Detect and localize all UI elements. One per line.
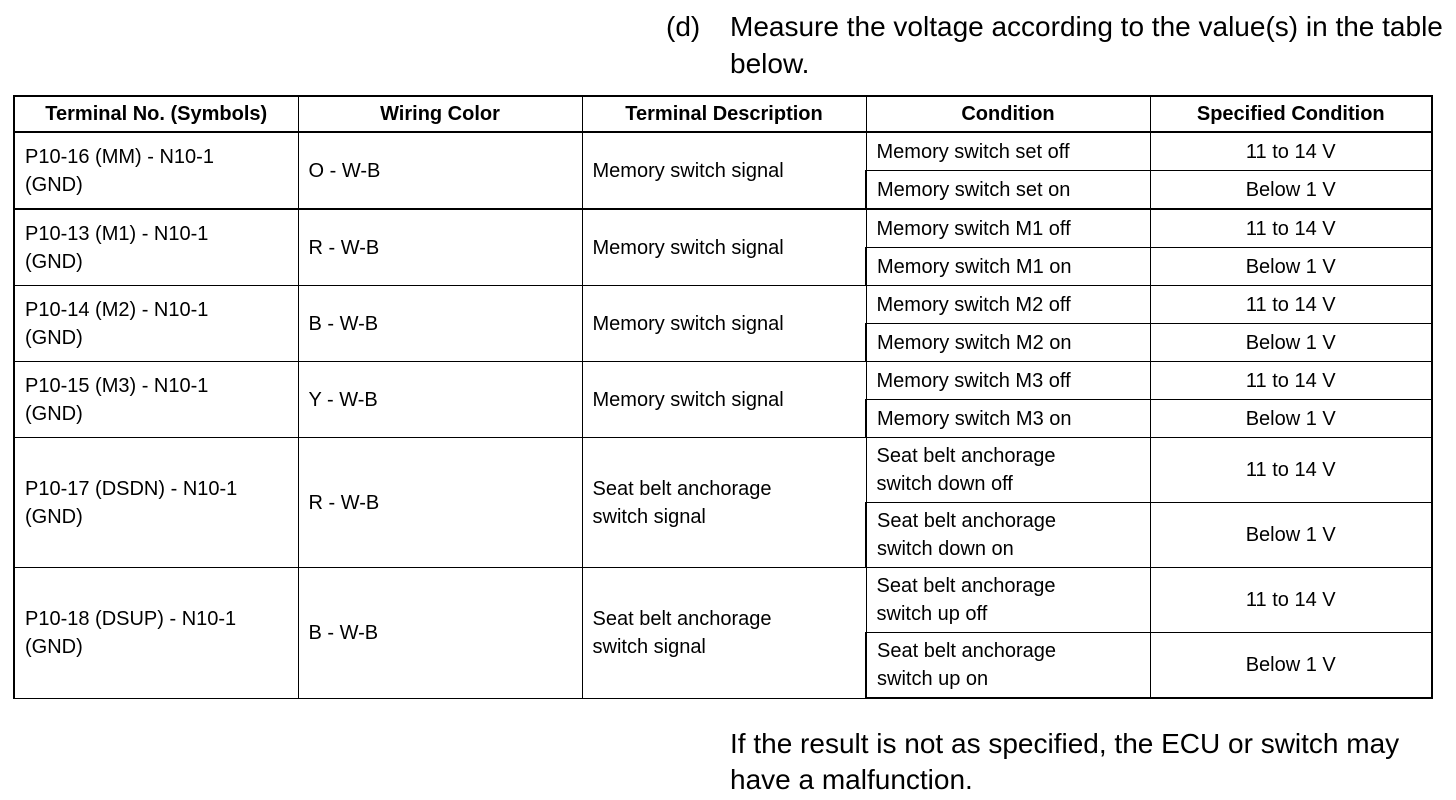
condition-cell: Memory switch M3 on (865, 399, 1151, 438)
table-row: Seat belt anchorage switch down on Below… (14, 502, 1433, 568)
header-specified-condition: Specified Condition (1149, 95, 1433, 133)
condition-cell: Memory switch M2 off (865, 285, 1151, 324)
condition-cell: Seat belt anchorage switch down on (865, 502, 1151, 568)
spec-cell: 11 to 14 V (1149, 285, 1433, 324)
wiring-color-cell: Y - W-B (297, 361, 583, 438)
terminal-cell: P10-13 (M1) - N10-1 (GND) (13, 208, 299, 286)
table-row: P10-18 (DSUP) - N10-1 (GND) B - W-B Seat… (13, 567, 1433, 699)
description-cell: Seat belt anchorage switch signal (581, 567, 867, 699)
voltage-spec-table: Terminal No. (Symbols) Wiring Color Term… (13, 95, 1433, 699)
description-cell: Memory switch signal (581, 131, 867, 210)
condition-cell: Seat belt anchorage switch up on (865, 632, 1151, 699)
spec-cell: 11 to 14 V (1149, 567, 1433, 633)
terminal-cell: P10-16 (MM) - N10-1 (GND) (13, 131, 299, 210)
spec-cell: Below 1 V (1149, 502, 1433, 568)
terminal-cell: P10-18 (DSUP) - N10-1 (GND) (13, 567, 299, 699)
table-row: Memory switch M2 on Below 1 V (14, 323, 1433, 362)
terminal-cell: P10-17 (DSDN) - N10-1 (GND) (13, 437, 299, 568)
condition-cell: Memory switch M1 on (865, 247, 1151, 286)
table-header-row: Terminal No. (Symbols) Wiring Color Term… (13, 95, 1433, 133)
spec-cell: 11 to 14 V (1149, 361, 1433, 400)
spec-cell: Below 1 V (1149, 247, 1433, 286)
header-wiring-color: Wiring Color (297, 95, 583, 133)
wiring-color-cell: B - W-B (297, 567, 583, 699)
description-cell: Memory switch signal (581, 285, 867, 362)
spec-cell: Below 1 V (1149, 399, 1433, 438)
condition-cell: Memory switch set on (865, 170, 1151, 210)
table-row: P10-16 (MM) - N10-1 (GND) O - W-B Memory… (13, 131, 1433, 210)
table-row: P10-15 (M3) - N10-1 (GND) Y - W-B Memory… (13, 361, 1433, 438)
condition-cell: Seat belt anchorage switch up off (865, 567, 1151, 633)
wiring-color-cell: B - W-B (297, 285, 583, 362)
description-cell: Memory switch signal (581, 208, 867, 286)
step-marker: (d) (666, 11, 701, 42)
condition-cell: Memory switch M2 on (865, 323, 1151, 362)
wiring-color-cell: R - W-B (297, 437, 583, 568)
condition-cell: Seat belt anchorage switch down off (865, 437, 1151, 503)
spec-cell: 11 to 14 V (1149, 131, 1433, 171)
wiring-color-cell: R - W-B (297, 208, 583, 286)
terminal-cell: P10-15 (M3) - N10-1 (GND) (13, 361, 299, 438)
spec-cell: Below 1 V (1149, 632, 1433, 699)
spec-cell: 11 to 14 V (1149, 208, 1433, 248)
table-row: Memory switch M3 on Below 1 V (14, 399, 1433, 438)
table-row: Memory switch set on Below 1 V (14, 170, 1433, 210)
table-row: P10-17 (DSDN) - N10-1 (GND) R - W-B Seat… (13, 437, 1433, 568)
condition-cell: Memory switch M3 off (865, 361, 1151, 400)
description-cell: Memory switch signal (581, 361, 867, 438)
condition-cell: Memory switch set off (865, 131, 1151, 171)
terminal-cell: P10-14 (M2) - N10-1 (GND) (13, 285, 299, 362)
description-cell: Seat belt anchorage switch signal (581, 437, 867, 568)
table-row: P10-13 (M1) - N10-1 (GND) R - W-B Memory… (13, 208, 1433, 286)
spec-cell: Below 1 V (1149, 170, 1433, 210)
step-instruction: Measure the voltage according to the val… (730, 11, 1443, 79)
condition-cell: Memory switch M1 off (865, 208, 1151, 248)
table-row: P10-14 (M2) - N10-1 (GND) B - W-B Memory… (13, 285, 1433, 362)
table-row: Seat belt anchorage switch up on Below 1… (14, 632, 1433, 699)
header-terminal-description: Terminal Description (581, 95, 867, 133)
wiring-color-cell: O - W-B (297, 131, 583, 210)
spec-cell: 11 to 14 V (1149, 437, 1433, 503)
result-note: If the result is not as specified, the E… (730, 728, 1400, 795)
header-condition: Condition (865, 95, 1151, 133)
header-terminal: Terminal No. (Symbols) (13, 95, 299, 133)
spec-cell: Below 1 V (1149, 323, 1433, 362)
